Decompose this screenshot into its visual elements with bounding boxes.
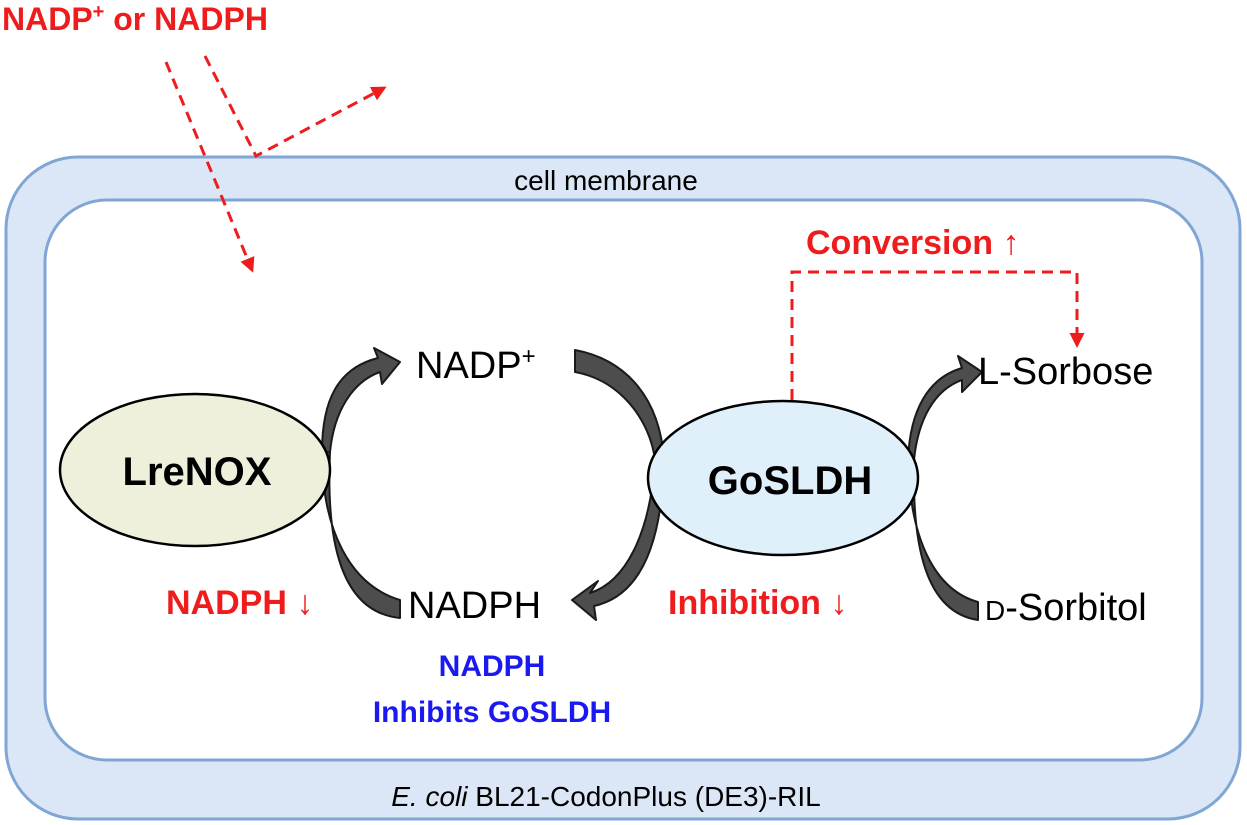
curved-arrow-sorbitol	[907, 459, 979, 621]
inhibition-note-line1: NADPH	[439, 650, 546, 683]
conversion-annotation: Conversion ↑	[806, 224, 1019, 262]
curved-arrow-lrenox-lower	[321, 451, 401, 619]
external-cofactor-label: NADP+ or NADPH	[2, 1, 268, 37]
nadph-decrease-annotation: NADPH ↓	[166, 584, 313, 622]
goSLDH-enzyme	[646, 399, 920, 557]
goSLDH-label: GoSLDH	[708, 459, 872, 503]
curved-arrow-lrenox-upper	[321, 347, 401, 453]
organism-label: E. coli BL21-CodonPlus (DE3)-RIL	[391, 781, 821, 812]
lrenox-enzyme	[58, 392, 332, 548]
exit-dashed-arrow	[203, 55, 387, 159]
inhibition-decrease-annotation: Inhibition ↓	[668, 584, 847, 622]
cell-interior	[43, 198, 1204, 762]
d-sorbitol-label: D-Sorbitol	[985, 587, 1147, 629]
membrane-label: cell membrane	[514, 165, 698, 196]
conversion-dashed-arrow	[790, 270, 1085, 400]
entry-dashed-arrow	[164, 61, 255, 273]
nadp-plus-label: NADP+	[416, 343, 536, 387]
curved-arrow-sorbose	[907, 355, 983, 461]
inhibition-note-line2: Inhibits GoSLDH	[373, 696, 611, 729]
lrenox-label: LreNOX	[123, 450, 272, 494]
l-sorbose-label: L-Sorbose	[978, 351, 1153, 393]
nadph-label: NADPH	[408, 585, 541, 627]
